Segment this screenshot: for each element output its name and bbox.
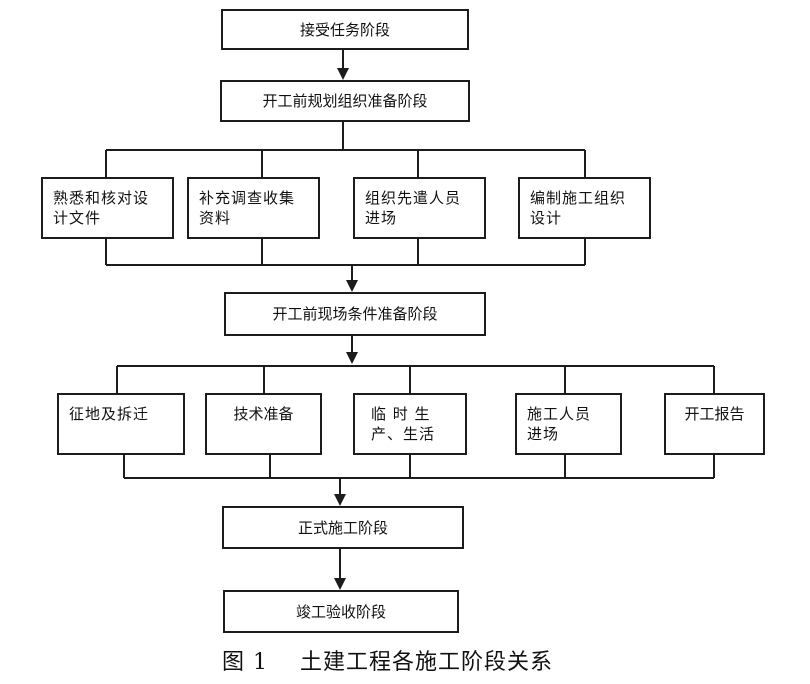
task-label-line1: 开工报告 <box>684 405 745 423</box>
task-label-line2: 进场 <box>365 209 398 227</box>
task-advance-personnel: 组织先遣人员 进场 <box>353 177 486 239</box>
task-label-line1: 组织先遣人员 <box>365 189 462 207</box>
stage-site-condition-preparation: 开工前现场条件准备阶段 <box>224 292 486 336</box>
task-label-line1: 熟悉和核对设 <box>53 189 150 207</box>
stage-label: 接受任务阶段 <box>299 20 390 39</box>
task-label-line2: 资料 <box>199 209 232 227</box>
task-label-line1: 施工人员 <box>527 405 592 423</box>
stage-label: 开工前规划组织准备阶段 <box>262 92 428 110</box>
task-supplementary-survey: 补充调查收集 资料 <box>187 177 320 239</box>
task-label-line2: 设计 <box>530 209 563 227</box>
task-label-line1: 编制施工组织 <box>530 189 627 207</box>
task-construction-organization-design: 编制施工组织 设计 <box>518 177 651 239</box>
arrow-head <box>346 352 358 364</box>
task-label-line2: 产、生活 <box>371 425 436 443</box>
arrow-head <box>334 494 346 506</box>
figure-number: 图 1 <box>222 650 268 675</box>
arrow-head <box>346 280 358 292</box>
task-land-acquisition: 征地及拆迁 <box>57 393 185 455</box>
task-technical-preparation: 技术准备 <box>205 393 322 455</box>
task-label-line1: 补充调查收集 <box>199 189 296 207</box>
task-label-line1: 临 时 生 <box>371 405 431 423</box>
task-label-line1: 技术准备 <box>233 405 294 423</box>
task-label-line1: 征地及拆迁 <box>69 405 150 423</box>
task-familiarize-design-docs: 熟悉和核对设 计文件 <box>41 177 174 239</box>
task-temporary-facilities: 临 时 生 产、生活 <box>353 393 467 455</box>
task-construction-personnel: 施工人员 进场 <box>515 393 622 455</box>
task-commencement-report: 开工报告 <box>664 393 765 455</box>
stage-label: 竣工验收阶段 <box>295 602 386 621</box>
stage-pre-construction-planning: 开工前规划组织准备阶段 <box>220 80 470 122</box>
arrow-head <box>334 578 346 590</box>
arrow-head <box>337 68 349 80</box>
stage-receive-task: 接受任务阶段 <box>221 9 469 50</box>
stage-label: 正式施工阶段 <box>297 518 388 537</box>
stage-label: 开工前现场条件准备阶段 <box>272 305 438 323</box>
stage-completion-acceptance: 竣工验收阶段 <box>223 590 459 633</box>
task-label-line2: 进场 <box>527 425 560 443</box>
task-label-line2: 计文件 <box>53 209 102 227</box>
figure-title: 土建工程各施工阶段关系 <box>300 650 554 675</box>
figure-caption: 图 1 土建工程各施工阶段关系 <box>222 646 642 680</box>
stage-formal-construction: 正式施工阶段 <box>222 506 464 549</box>
